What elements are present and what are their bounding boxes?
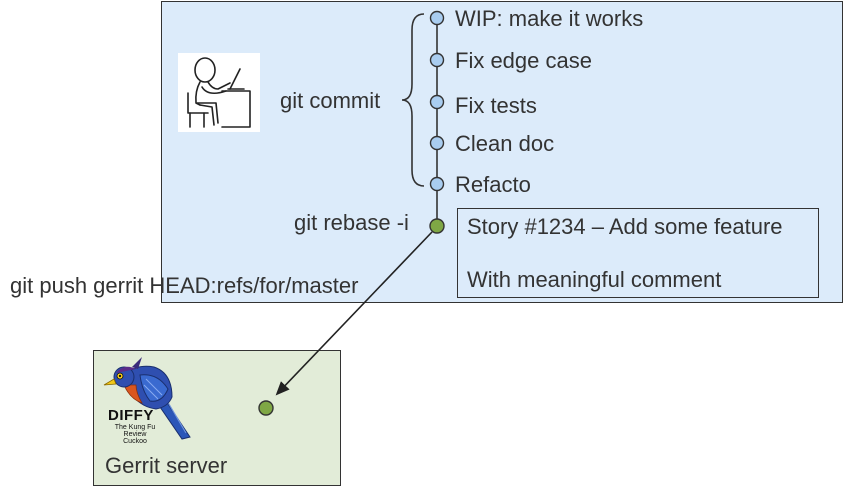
commit-message: WIP: make it works [455, 6, 644, 31]
squashed-commit-node [429, 218, 445, 234]
commit-node [429, 94, 445, 110]
commit-message: Refacto [455, 172, 531, 197]
diffy-logo-name: DIFFY [108, 407, 154, 424]
git-push-label: git push gerrit HEAD:refs/for/master [10, 273, 359, 298]
developer-at-laptop-icon [187, 57, 251, 128]
git-commit-label: git commit [280, 88, 381, 113]
commit-message: Fix edge case [455, 48, 592, 73]
commit-node [429, 135, 445, 151]
commit-node [429, 10, 445, 26]
cuckoo-bird-icon [103, 357, 191, 440]
commit-group-brace [401, 13, 425, 187]
commit-node [429, 176, 445, 192]
pushed-commit-node [258, 400, 274, 416]
commit-message: Fix tests [455, 93, 537, 118]
developer-figure [178, 53, 260, 132]
commit-message: Clean doc [455, 131, 555, 156]
commit-node [429, 52, 445, 68]
diffy-logo-subtitle: The Kung Fu Review Cuckoo [114, 424, 156, 445]
diffy-bird-logo [102, 355, 197, 440]
squashed-commit-comment: With meaningful comment [467, 267, 722, 292]
gerrit-server-label: Gerrit server [105, 453, 228, 478]
squashed-commit-title: Story #1234 – Add some feature [467, 214, 783, 239]
squashed-commit-box: Story #1234 – Add some feature With mean… [457, 208, 819, 298]
git-rebase-label: git rebase -i [294, 210, 409, 235]
push-arrow [275, 231, 433, 396]
